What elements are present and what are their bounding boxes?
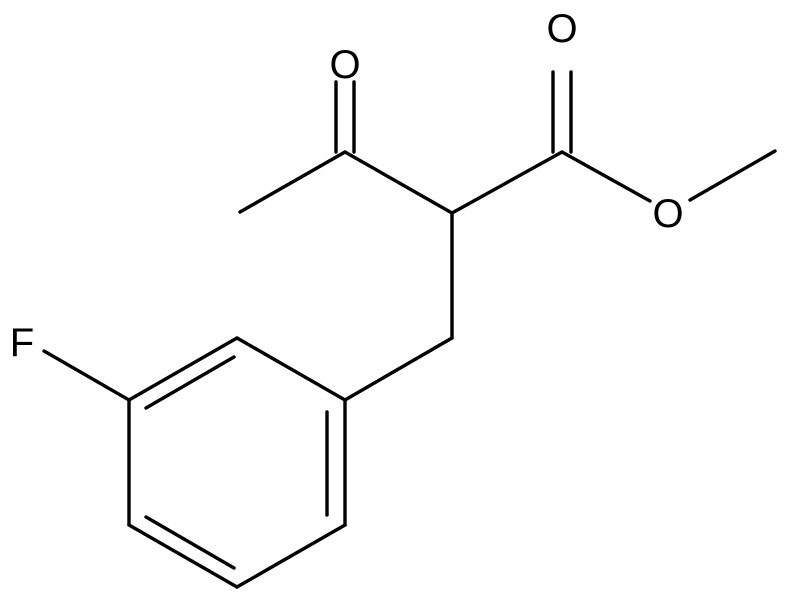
bond-oxygen-methyl	[688, 149, 777, 202]
atom-label-ketone-oxygen: O	[329, 43, 360, 87]
ring-inner-bond-1	[144, 355, 236, 410]
bond-ester-carbon-oxygen	[560, 150, 652, 203]
atom-label-ester-carbonyl-oxygen: O	[546, 7, 577, 51]
atom-label-fluorine: F	[10, 321, 34, 365]
bond-ch2-ring	[343, 336, 454, 402]
ring-bond-c1-c2	[235, 336, 347, 402]
ring-inner-bond-2	[144, 515, 236, 570]
ring-bond-c2-c3	[127, 336, 239, 402]
bond-alpha-ester-carbon	[450, 150, 564, 215]
bond-methyl-ketone-carbon	[238, 150, 347, 214]
bond-ring-fluorine	[42, 349, 131, 402]
ring-bond-c5-c6	[235, 523, 347, 589]
ring-bond-c4-c5	[127, 523, 239, 589]
bond-ketone-carbon-alpha	[343, 150, 454, 215]
atom-label-ester-ether-oxygen: O	[652, 192, 683, 236]
